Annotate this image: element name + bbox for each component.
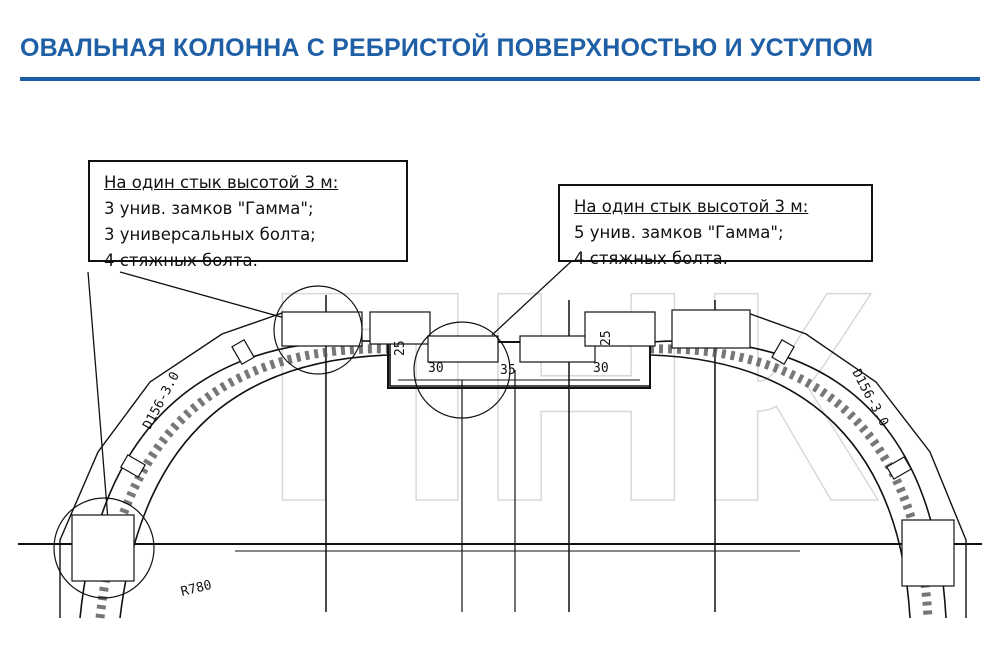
dim-label-25-right: 25: [599, 330, 614, 346]
note-left-line-3: 4 стяжных болта.: [104, 251, 258, 270]
note-right-line-1: 5 унив. замков "Гамма";: [574, 223, 784, 242]
lock-left: [71, 514, 135, 582]
rib-outline-right: [744, 311, 967, 618]
column-shell: [59, 311, 967, 619]
lock-assemblies: [71, 309, 955, 587]
note-right-line-2: 4 стяжных болта.: [574, 249, 728, 268]
dim-label-35: 35: [500, 363, 516, 378]
shell-outer: [79, 340, 947, 619]
note-left-line-1: 3 унив. замков "Гамма";: [104, 199, 314, 218]
lock-top-4: [519, 335, 596, 363]
detail-circles: [53, 285, 511, 599]
note-box-right: На один стык высотой 3 м: 5 унив. замков…: [558, 184, 873, 268]
note-left-header: На один стык высотой 3 м:: [104, 173, 339, 192]
title-underline: [20, 77, 980, 81]
note-left-line-2: 3 универсальных болта;: [104, 225, 316, 244]
leader-left-2: [119, 271, 293, 321]
lock-top-6: [671, 309, 751, 349]
leader-left-1: [87, 271, 109, 521]
lock-top-1: [281, 311, 363, 347]
detail-circle-top-left: [273, 285, 363, 375]
note-right-header: На один стык высотой 3 м:: [574, 197, 809, 216]
rib-plate-4: [886, 456, 912, 480]
shell-hatch: [95, 344, 933, 619]
lock-top-2: [369, 311, 431, 345]
step-box: [387, 341, 651, 389]
dim-label-30-right: 30: [593, 361, 609, 376]
dim-label-30-left: 30: [428, 361, 444, 376]
dim-label-25-left: 25: [393, 340, 408, 356]
detail-circle-bottom-left: [53, 497, 155, 599]
lock-top-3: [427, 335, 499, 363]
watermark-logo: ПНК: [262, 228, 882, 564]
rib-outline-left: [59, 311, 286, 618]
detail-circle-center: [413, 321, 511, 419]
rib-plate-1: [231, 339, 255, 365]
page-title: ОВАЛЬНАЯ КОЛОННА С РЕБРИСТОЙ ПОВЕРХНОСТЬ…: [20, 34, 874, 62]
rib-plate-3: [771, 339, 795, 365]
lock-top-5: [584, 311, 656, 347]
rib-plate-2: [120, 454, 146, 478]
note-box-left: На один стык высотой 3 м: 3 унив. замков…: [88, 160, 408, 270]
radius-label: R780: [179, 578, 213, 600]
lock-right: [901, 519, 955, 587]
